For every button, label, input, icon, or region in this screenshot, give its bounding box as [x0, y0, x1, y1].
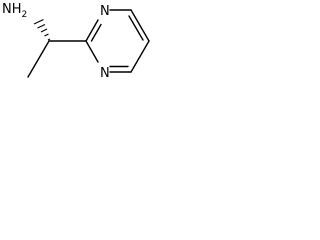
methyl-bond: [27, 40, 50, 78]
ring-nitrogen-top: N: [100, 4, 110, 19]
amine-subscript: 2: [22, 10, 28, 20]
amine-text: NH: [2, 2, 22, 17]
ring-bond-c5-c4: [130, 40, 150, 73]
ring-bond-c2-n1: [85, 19, 99, 42]
ring-nitrogen-bottom: N: [100, 66, 110, 81]
structure-diagram: NH2 N N: [2, 2, 150, 81]
ring-bond-c6-c5: [130, 9, 150, 42]
amine-label: NH2: [2, 2, 27, 20]
ring-bond-n3-c2: [85, 40, 99, 63]
hashed-wedge-bond: [33, 19, 51, 41]
ring-bond-c6-c5-inner: [128, 15, 144, 41]
ring-bond-c2-n1-inner: [90, 23, 102, 42]
